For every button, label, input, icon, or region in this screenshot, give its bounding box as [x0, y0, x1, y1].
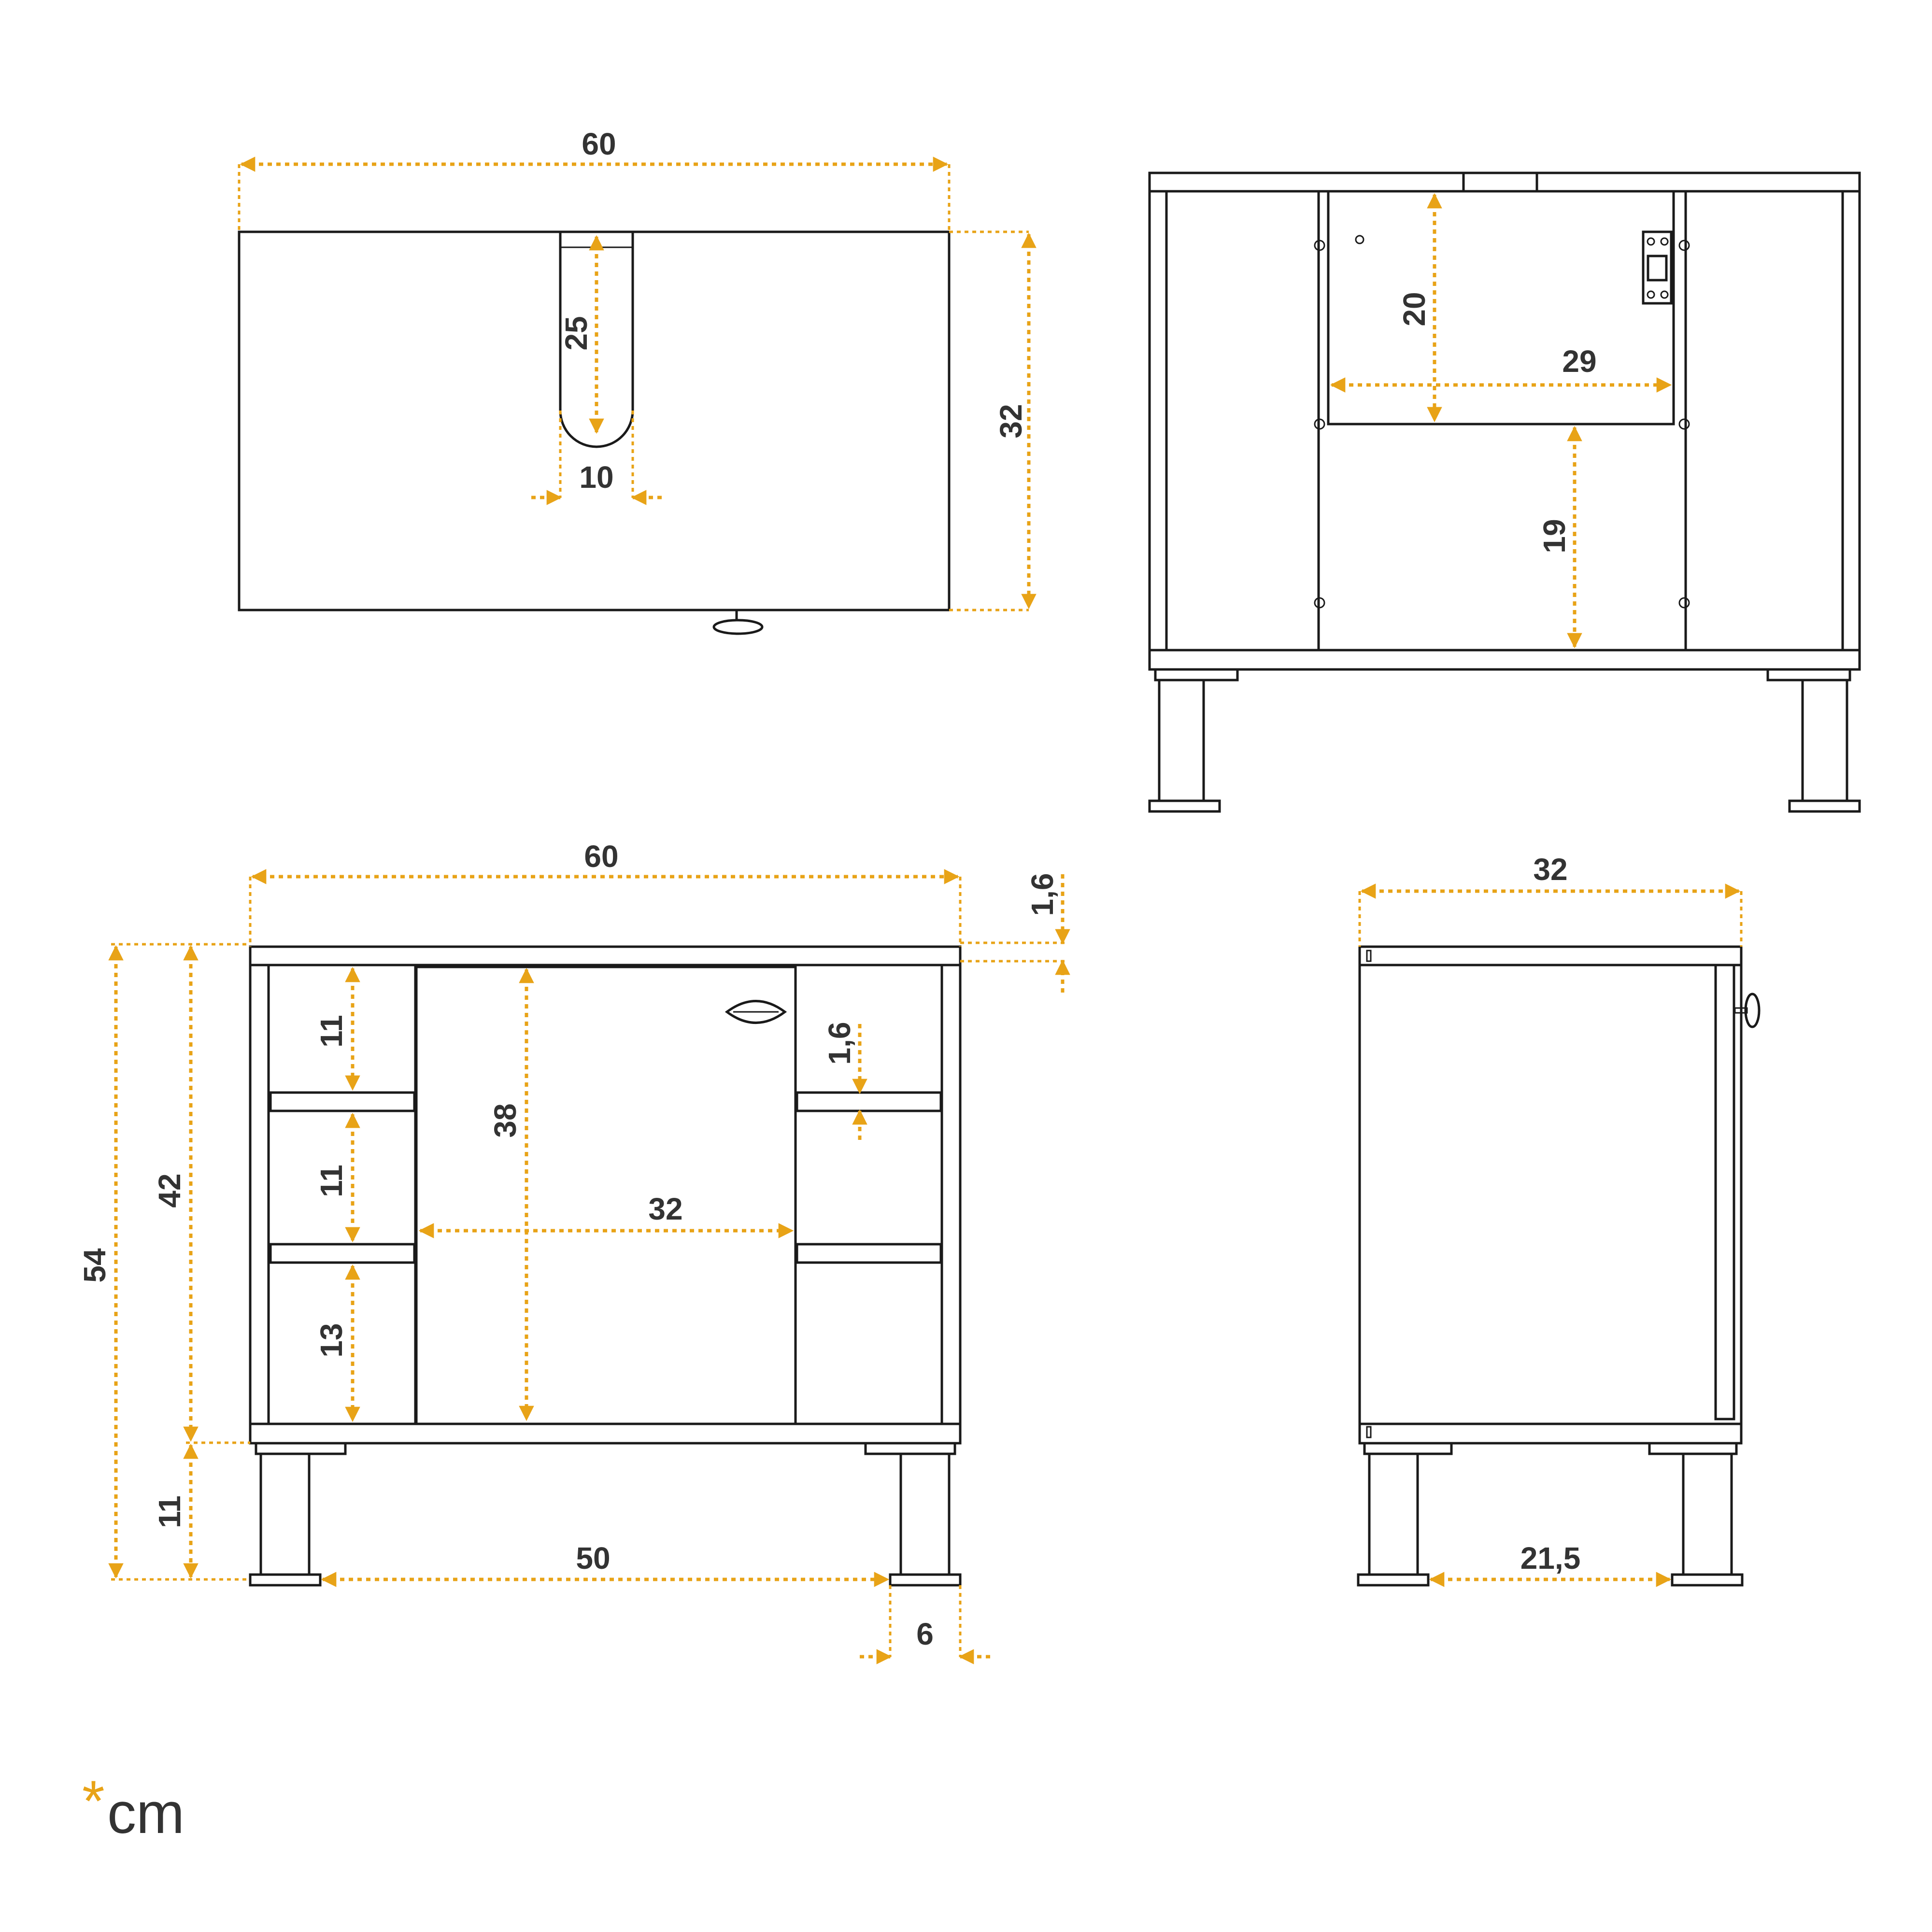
door [415, 964, 797, 1425]
label-slot-length: 25 [559, 316, 594, 350]
front-view: 60 1,6 54 42 11 11 11 13 38 32 [77, 839, 1070, 1664]
top-panel [238, 230, 951, 611]
label-total-height: 54 [77, 1248, 112, 1283]
back-right-side [1841, 190, 1861, 652]
label-shelf-2: 11 [314, 1165, 349, 1197]
label-side-depth: 32 [1533, 852, 1567, 887]
unit-asterisk: * [82, 1769, 105, 1833]
left-shelves [269, 1091, 416, 1264]
side-panel [1358, 964, 1743, 1425]
side-left-leg [1357, 1442, 1453, 1587]
label-top-depth: 32 [994, 404, 1028, 438]
screw-icon [1314, 240, 1325, 251]
cable-slot [559, 232, 634, 448]
screw-icon [1678, 597, 1690, 609]
label-shelf-3: 13 [314, 1323, 349, 1357]
right-shelves [796, 1091, 942, 1264]
label-shelf-thickness: 1,6 [822, 1022, 857, 1065]
side-right-leg [1648, 1442, 1744, 1587]
side-door-edge [1714, 964, 1735, 1421]
side-top-panel [1358, 945, 1743, 966]
front-left-side [249, 964, 270, 1425]
label-opening-width: 29 [1562, 344, 1596, 379]
back-top-panel [1148, 171, 1861, 193]
label-body-height: 42 [152, 1173, 187, 1208]
front-right-leg [864, 1442, 962, 1587]
label-front-width: 60 [584, 839, 618, 874]
back-opening [1327, 190, 1675, 426]
side-knob-icon [1734, 993, 1761, 1028]
front-right-side [940, 964, 962, 1425]
label-side-leg-spacing: 21,5 [1520, 1541, 1581, 1576]
label-opening-height: 20 [1397, 292, 1432, 326]
unit-label: cm [107, 1781, 185, 1846]
front-left-leg [249, 1442, 347, 1587]
unit-note: * cm [82, 1769, 185, 1846]
front-top-panel [249, 945, 962, 966]
label-lower-height: 19 [1537, 519, 1572, 553]
label-slot-width: 10 [579, 460, 613, 495]
front-bottom-panel [249, 1422, 962, 1445]
back-bottom-panel [1148, 649, 1861, 671]
back-left-side [1148, 190, 1168, 652]
label-top-thickness: 1,6 [1025, 873, 1060, 916]
screw-icon [1678, 418, 1690, 430]
screw-icon [1314, 418, 1325, 430]
screw-icon [1314, 597, 1325, 609]
hinge-icon [1642, 230, 1673, 305]
side-bottom-panel [1358, 1422, 1743, 1445]
label-top-width: 60 [582, 127, 616, 161]
door-knob-stem [715, 609, 738, 621]
top-view: 60 32 25 10 [238, 127, 1037, 635]
door-knob [712, 619, 764, 635]
label-leg-height: 11 [152, 1495, 187, 1528]
door-handle-icon [724, 1000, 787, 1024]
back-view: 20 29 19 [1148, 171, 1861, 813]
label-door-height: 38 [488, 1103, 523, 1137]
back-left-leg [1148, 668, 1239, 813]
side-view: 32 21,5 [1357, 852, 1761, 1587]
label-shelf-1: 11 [314, 1015, 349, 1048]
label-foot-width: 6 [916, 1617, 934, 1651]
back-right-leg [1766, 668, 1861, 813]
label-leg-spacing: 50 [576, 1541, 610, 1576]
label-door-width: 32 [648, 1192, 682, 1226]
screw-icon [1678, 240, 1690, 251]
